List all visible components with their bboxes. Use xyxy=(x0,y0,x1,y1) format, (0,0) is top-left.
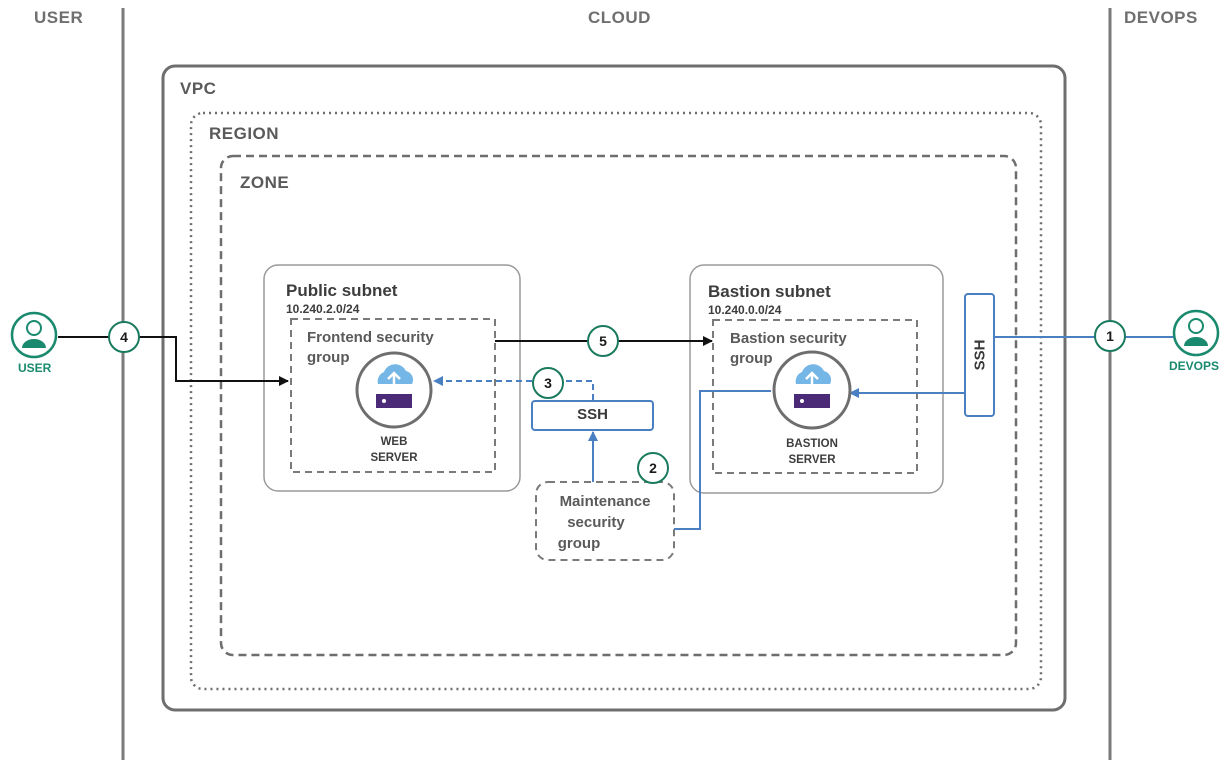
user-persona-icon xyxy=(10,311,58,359)
bastion-sg-label-line1: Bastion security xyxy=(730,330,847,347)
bastion-sg-label-line2: group xyxy=(730,350,773,367)
step-2-marker: 2 xyxy=(637,452,669,484)
column-title-user: USER xyxy=(34,8,84,27)
zone-box xyxy=(219,154,1018,657)
maintenance-sg-box xyxy=(535,481,675,561)
devops-persona-label: DEVOPS xyxy=(1169,359,1220,373)
connector-ssh-to-web xyxy=(433,376,594,400)
bastion-server-label-line2: SERVER xyxy=(788,454,836,466)
ssh-vertical-box: SSH xyxy=(964,293,995,417)
region-label: REGION xyxy=(209,124,280,143)
bastion-subnet-cidr: 10.240.0.0/24 xyxy=(708,303,782,317)
ssh-middle-box: SSH xyxy=(531,400,654,431)
web-server-label-line2: SERVER xyxy=(370,452,418,464)
step-4-marker: 4 xyxy=(108,321,140,353)
frontend-sg-label-line1: Frontend security xyxy=(307,329,434,346)
step-3-marker: 3 xyxy=(532,367,564,399)
zone-label: ZONE xyxy=(240,173,290,192)
maintenance-sg-label-line2: security xyxy=(567,514,625,531)
maintenance-sg-label-line1: Maintenance xyxy=(559,493,651,510)
bastion-subnet-title: Bastion subnet xyxy=(708,282,831,301)
frontend-sg-box xyxy=(290,318,496,473)
bastion-server-label-line1: BASTION xyxy=(786,438,838,450)
web-server-icon xyxy=(355,351,433,429)
web-server-label-line1: WEB xyxy=(380,436,408,448)
step-1-marker: 1 xyxy=(1094,320,1126,352)
bastion-sg-box xyxy=(712,319,918,474)
public-subnet-title: Public subnet xyxy=(286,281,398,300)
bastion-server-icon xyxy=(772,350,852,430)
public-subnet-cidr: 10.240.2.0/24 xyxy=(286,302,360,316)
ssh-vertical-label: SSH xyxy=(971,339,988,371)
maintenance-sg-label-line3: group xyxy=(557,535,601,552)
user-persona-label: USER xyxy=(18,361,52,375)
connector-user-to-web xyxy=(58,336,289,386)
vpc-label: VPC xyxy=(180,79,217,98)
connector-maintenance-to-bastion xyxy=(674,390,771,530)
column-title-devops: DEVOPS xyxy=(1124,8,1198,27)
column-title-cloud: CLOUD xyxy=(588,8,651,27)
devops-persona-icon xyxy=(1172,309,1220,357)
frontend-sg-label-line2: group xyxy=(307,349,350,366)
vpc-box xyxy=(161,64,1067,712)
step-5-marker: 5 xyxy=(587,325,619,357)
